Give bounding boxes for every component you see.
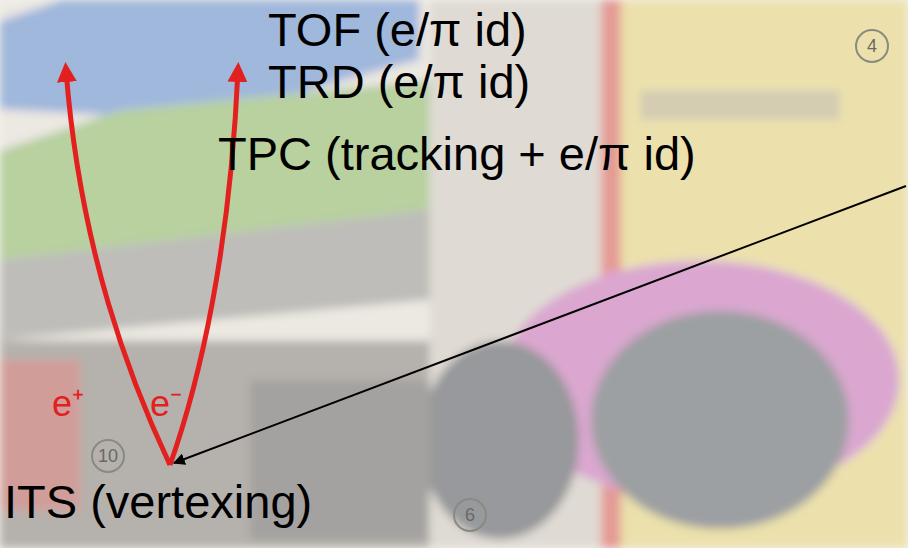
particle-label: e⁻ (150, 386, 182, 422)
callout-number: 10 (98, 447, 118, 465)
detector-label: TPC (tracking + e/π id) (218, 130, 696, 177)
callout-number: 6 (465, 506, 475, 524)
particle-label: e⁺ (52, 386, 84, 422)
callout-number: 4 (867, 37, 877, 55)
detector-label: ITS (vertexing) (4, 478, 312, 525)
detector-label: TOF (e/π id) (268, 6, 527, 53)
detector-label: TRD (e/π id) (268, 58, 530, 105)
leader-line (174, 186, 906, 463)
